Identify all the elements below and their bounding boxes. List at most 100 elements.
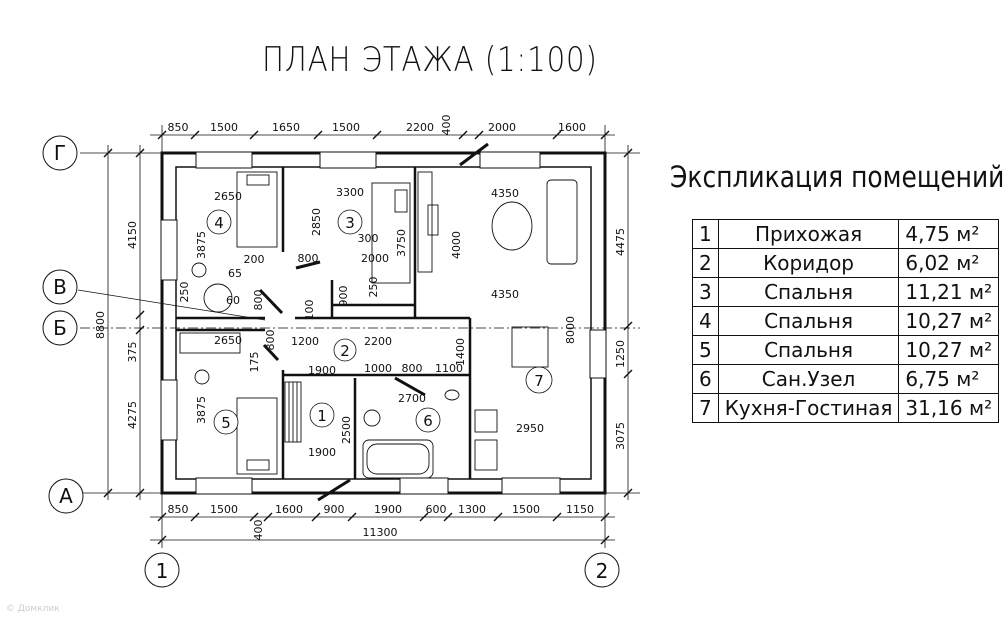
r7-height: 4000 [450, 231, 463, 259]
table-row: 1 Прихожая 4,75 м² [692, 219, 1000, 249]
r3-width: 3300 [336, 186, 364, 199]
dim-right-1: 4475 [614, 228, 627, 256]
r6-dim-b: 800 [402, 362, 423, 375]
dim-left-total: 8800 [94, 311, 107, 339]
room-number-7: 7 [534, 372, 544, 390]
r6-dim-a: 1000 [364, 362, 392, 375]
axis-label-b: Б [53, 316, 67, 340]
bed-room-5 [236, 397, 278, 475]
r4-height: 3875 [195, 231, 208, 259]
axis-label-1: 1 [156, 559, 169, 583]
windows [160, 151, 607, 495]
dim-bottom-small: 400 [252, 520, 265, 541]
r5-width: 2650 [214, 334, 242, 347]
r6-dim-e: 1400 [454, 338, 467, 366]
r3-height: 2850 [310, 208, 323, 236]
dim-top-2: 1500 [210, 121, 238, 134]
dim-top-3: 1650 [272, 121, 300, 134]
room-name: Прихожая [717, 219, 900, 249]
right-dimensions: 4475 1250 3075 [614, 228, 627, 450]
r2-dim-a: 1200 [291, 335, 319, 348]
r7-kitchen: 2950 [516, 422, 544, 435]
r1-dim-a: 1900 [308, 364, 336, 377]
doors [258, 142, 489, 502]
axis-marker-2 [584, 552, 620, 588]
room-number: 2 [692, 248, 719, 278]
right-dimension-ticks [623, 148, 633, 498]
table-row: 2 Коридор 6,02 м² [692, 248, 1000, 278]
interior-walls [176, 167, 472, 479]
table-row: 7 Кухня-Гостиная 31,16 м² [692, 393, 1000, 423]
room-number-1: 1 [317, 407, 327, 425]
bottom-dimensions: 850 1500 1600 900 1900 600 1300 1500 115… [168, 503, 595, 541]
left-dimension-ticks [103, 148, 145, 498]
dim-top-8: 1600 [558, 121, 586, 134]
r3-dim-c: 3750 [395, 229, 408, 257]
furniture [179, 171, 578, 479]
r6-dim-d: 2700 [398, 392, 426, 405]
explication-table: 1 Прихожая 4,75 м² 2 Коридор 6,02 м² 3 С… [692, 219, 1000, 423]
room-number-2: 2 [340, 342, 350, 360]
dim-top-5: 2200 [406, 121, 434, 134]
plan-title: ПЛАН ЭТАЖА (1:100) [262, 40, 598, 80]
r2-dim-d: 800 [264, 330, 277, 351]
dim-bottom-8: 1500 [512, 503, 540, 516]
dim-bottom-2: 1500 [210, 503, 238, 516]
room-name: Спальня [717, 277, 900, 307]
axis-marker-g [42, 135, 78, 171]
r3-dim-g: 800 [252, 290, 265, 311]
table-row: 3 Спальня 11,21 м² [692, 277, 1000, 307]
axis-label-g: Г [54, 141, 66, 165]
bottom-dimension-ticks [157, 512, 610, 545]
axis-marker-a [48, 478, 84, 514]
room-area: 6,75 м² [898, 364, 1000, 394]
r3-dim-b: 2000 [361, 252, 389, 265]
dim-right-2: 1250 [614, 340, 627, 368]
dim-bottom-6: 600 [426, 503, 447, 516]
axis-line-v [77, 289, 266, 321]
axis-marker-b [42, 310, 78, 346]
table-row: 6 Сан.Узел 6,75 м² [692, 364, 1000, 394]
coffee-table [491, 201, 533, 251]
room-area: 10,27 м² [898, 306, 1000, 336]
room-number: 6 [692, 364, 719, 394]
dim-bottom-3: 1600 [275, 503, 303, 516]
room-name: Коридор [717, 248, 900, 278]
r7-height-2: 8000 [564, 316, 577, 344]
bathtub [362, 439, 434, 479]
r4-dim-d: 60 [226, 294, 240, 307]
axis-marker-1 [144, 552, 180, 588]
room-number: 7 [692, 393, 719, 423]
r4-width: 2650 [214, 190, 242, 203]
table-row: 5 Спальня 10,27 м² [692, 335, 1000, 365]
r4-dim-b: 65 [228, 267, 242, 280]
r3-dim-d: 900 [337, 286, 350, 307]
axis-markers: Г В Б А 1 2 [42, 135, 620, 588]
room-area: 11,21 м² [898, 277, 1000, 307]
top-dimension-ticks [157, 130, 610, 140]
dim-bottom-5: 1900 [374, 503, 402, 516]
r4-dim-c: 250 [178, 282, 191, 303]
room-number-4: 4 [214, 214, 224, 232]
r1-dim-b: 2500 [340, 416, 353, 444]
table-row: 4 Спальня 10,27 м² [692, 306, 1000, 336]
r6-dim-c: 1100 [435, 362, 463, 375]
room-name: Спальня [717, 306, 900, 336]
room-area: 4,75 м² [898, 219, 1000, 249]
dim-right-3: 3075 [614, 422, 627, 450]
axis-marker-v [42, 269, 78, 305]
dining-table [511, 326, 549, 368]
r3-dim-f: 800 [298, 252, 319, 265]
room-number-6: 6 [423, 412, 433, 430]
r1-dim-c: 1900 [308, 446, 336, 459]
r5-height: 3875 [195, 396, 208, 424]
r7-width-2: 4350 [491, 288, 519, 301]
dim-bottom-9: 1150 [566, 503, 594, 516]
room-area: 6,02 м² [898, 248, 1000, 278]
watermark: © Домклик [6, 604, 60, 614]
room-name: Сан.Узел [717, 364, 900, 394]
room-area: 10,27 м² [898, 335, 1000, 365]
dim-top-7: 2000 [488, 121, 516, 134]
room-name: Спальня [717, 335, 900, 365]
dim-bottom-total: 11300 [363, 526, 398, 539]
